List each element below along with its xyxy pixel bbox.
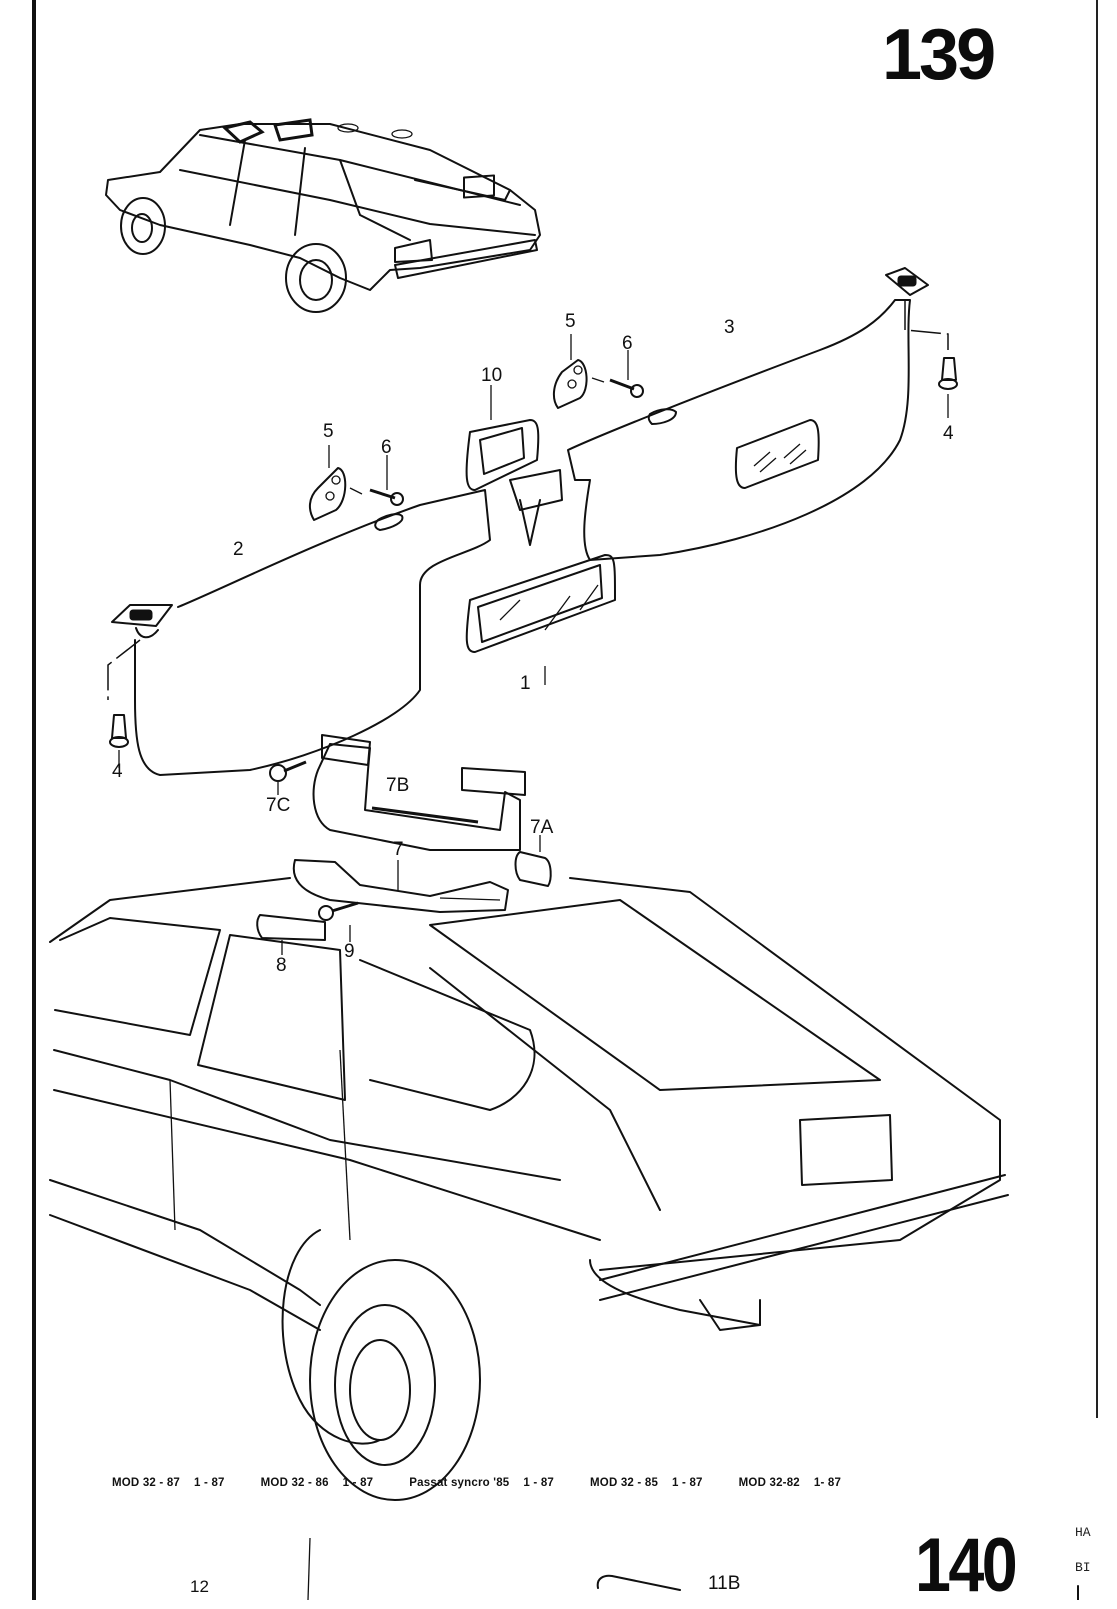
model-code: MOD 32-82 xyxy=(738,1477,800,1489)
large-car-outline xyxy=(49,877,1009,1501)
rear-view-mirror-drawing xyxy=(465,469,616,685)
bracket-5-right-drawing xyxy=(552,334,605,409)
callout-7c: 7C xyxy=(266,795,291,816)
callout-6-left: 6 xyxy=(381,437,392,458)
model-entry: Passat syncro '85 1 - 87 xyxy=(409,1477,554,1489)
folding-handle-7b-drawing xyxy=(312,734,526,851)
next-page-partial-drawing xyxy=(307,1537,1079,1600)
callout-4-left: 4 xyxy=(112,761,123,782)
handle-screw-7c-drawing xyxy=(269,760,307,795)
model-range: 1 - 87 xyxy=(342,1477,374,1489)
page-border-right xyxy=(1096,0,1098,1418)
page-border-left xyxy=(32,0,36,1600)
page-number-top: 139 xyxy=(882,15,996,95)
callout-6-right: 6 xyxy=(622,333,633,354)
interior-light-frame-drawing xyxy=(465,385,540,491)
model-entry: MOD 32 - 87 1 - 87 xyxy=(112,1477,225,1489)
handle-cap-7a-drawing xyxy=(514,835,552,887)
side-text-line1: HA xyxy=(1075,1525,1091,1540)
model-entry: MOD 32 - 86 1 - 87 xyxy=(261,1477,374,1489)
coat-hook-8-drawing xyxy=(256,914,326,955)
callout-5-right: 5 xyxy=(565,311,576,332)
screw-6-right-drawing xyxy=(609,350,644,398)
model-range: 1 - 87 xyxy=(194,1477,225,1489)
callout-11b: 11B xyxy=(708,1573,741,1594)
screw-4-right-drawing xyxy=(938,357,958,418)
callout-7b: 7B xyxy=(386,775,410,796)
sun-visor-right-drawing xyxy=(567,267,949,561)
sun-visor-left-drawing xyxy=(107,489,491,776)
model-entry: MOD 32-82 1- 87 xyxy=(739,1477,841,1489)
callout-9: 9 xyxy=(344,941,355,962)
callout-4-right: 4 xyxy=(943,423,954,444)
model-code: Passat syncro '85 xyxy=(409,1477,510,1489)
callout-8: 8 xyxy=(276,955,287,976)
screw-6-left-drawing xyxy=(369,455,404,506)
model-range: 1- 87 xyxy=(813,1477,842,1489)
callout-1: 1 xyxy=(520,673,531,694)
callout-5-left: 5 xyxy=(323,421,334,442)
model-applicability-footer: MOD 32 - 87 1 - 87 MOD 32 - 86 1 - 87 Pa… xyxy=(112,1477,1032,1489)
model-range: 1 - 87 xyxy=(672,1477,703,1489)
model-range: 1 - 87 xyxy=(523,1477,555,1489)
model-entry: MOD 32 - 85 1 - 87 xyxy=(590,1477,703,1489)
hook-screw-9-drawing xyxy=(318,901,359,942)
reference-car-icon xyxy=(105,118,541,313)
page-number-bottom: 140 xyxy=(915,1523,1018,1608)
grab-handle-7-drawing xyxy=(292,859,509,913)
callout-12: 12 xyxy=(190,1577,209,1596)
callout-3: 3 xyxy=(724,317,735,338)
side-text-line2: BI xyxy=(1075,1560,1091,1575)
callout-10: 10 xyxy=(481,365,503,386)
model-code: MOD 32 - 86 xyxy=(260,1477,329,1489)
screw-4-left-drawing xyxy=(109,714,129,768)
bracket-5-left-drawing xyxy=(308,445,363,521)
callout-7: 7 xyxy=(393,839,404,860)
callout-7a: 7A xyxy=(530,817,554,838)
model-code: MOD 32 - 85 xyxy=(590,1477,659,1489)
model-code: MOD 32 - 87 xyxy=(112,1477,181,1489)
callout-2: 2 xyxy=(233,539,244,560)
